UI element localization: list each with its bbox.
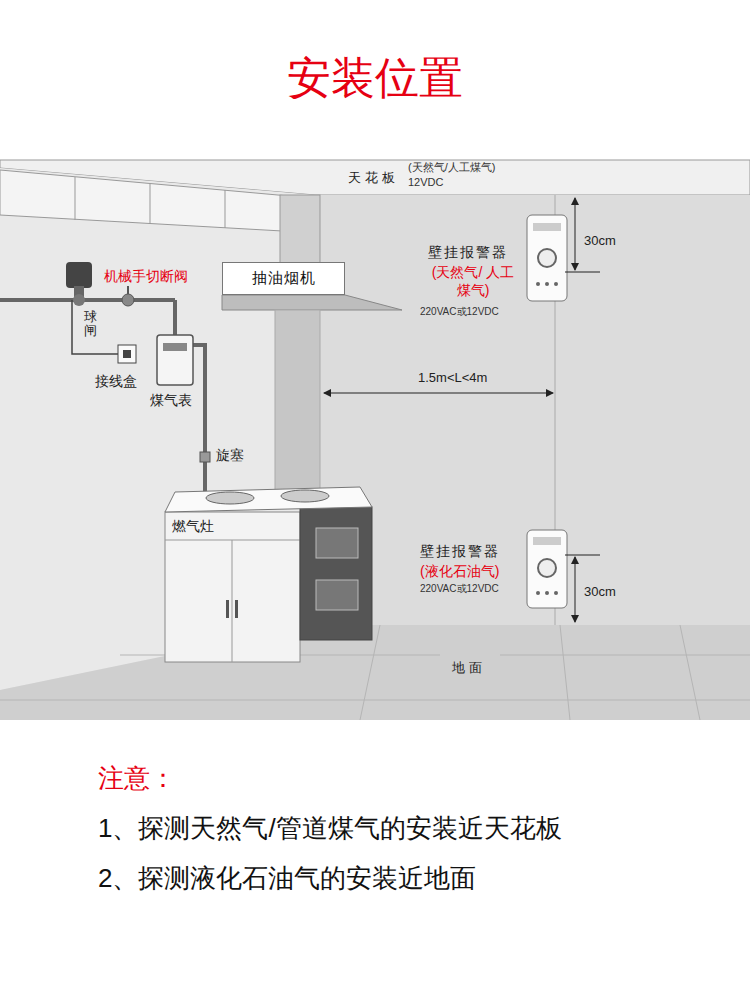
range-hood bbox=[222, 195, 402, 490]
back-wall bbox=[315, 195, 750, 625]
hood-label: 抽油烟机 bbox=[252, 269, 316, 288]
valve-label: 机械手切断阀 bbox=[104, 268, 188, 286]
dimension-label: 30cm bbox=[584, 233, 616, 249]
shutoff-valve bbox=[66, 262, 92, 306]
wire bbox=[72, 300, 118, 354]
dimension-lines bbox=[324, 198, 600, 622]
part-label: 旋塞 bbox=[216, 447, 244, 465]
note-text: 1、探测天然气/管道煤气的安装近天花板 bbox=[98, 812, 562, 845]
gas-pipe bbox=[0, 300, 205, 492]
floor-label: 地面 bbox=[452, 660, 486, 676]
part-label: 接线盒 bbox=[95, 373, 137, 391]
gas-detector bbox=[527, 530, 567, 608]
dimension-label: 1.5m<L<4m bbox=[418, 370, 487, 386]
gas-type-label: (液化石油气) bbox=[420, 563, 499, 581]
detector-label: 壁挂报警器 bbox=[428, 244, 508, 262]
voltage-label: 220VAC或12VDC bbox=[420, 583, 499, 596]
stove-cabinet bbox=[165, 487, 372, 662]
hood-box: 抽油烟机 bbox=[222, 262, 345, 295]
gas-meter bbox=[157, 335, 193, 385]
ball-valve-label: 球闸 bbox=[84, 310, 97, 339]
title: 安装位置 bbox=[0, 50, 750, 105]
gas-type-label: (天然气/ 人工煤气) bbox=[430, 264, 516, 299]
voltage-label: 220VAC或12VDC bbox=[420, 306, 499, 319]
dimension-label: 30cm bbox=[584, 584, 616, 600]
gas-detector bbox=[527, 215, 567, 301]
voltage-note: 12VDC bbox=[408, 176, 443, 190]
note-text: 2、探测液化石油气的安装近地面 bbox=[98, 862, 476, 895]
floor-tiles bbox=[0, 625, 750, 720]
gas-type-note: (天然气/人工煤气) bbox=[408, 161, 495, 175]
upper-cabinets bbox=[0, 170, 300, 232]
left-wall bbox=[0, 168, 315, 690]
note-heading: 注意： bbox=[98, 762, 176, 795]
detector-label: 壁挂报警器 bbox=[420, 543, 500, 561]
ball-valve bbox=[122, 286, 134, 306]
part-label: 煤气表 bbox=[150, 392, 192, 410]
ceiling-label: 天花板 bbox=[348, 170, 399, 186]
floor bbox=[0, 625, 750, 720]
plug-valve bbox=[200, 452, 210, 462]
part-label: 燃气灶 bbox=[172, 518, 214, 536]
junction-box bbox=[118, 345, 136, 363]
room-ground bbox=[0, 160, 750, 720]
